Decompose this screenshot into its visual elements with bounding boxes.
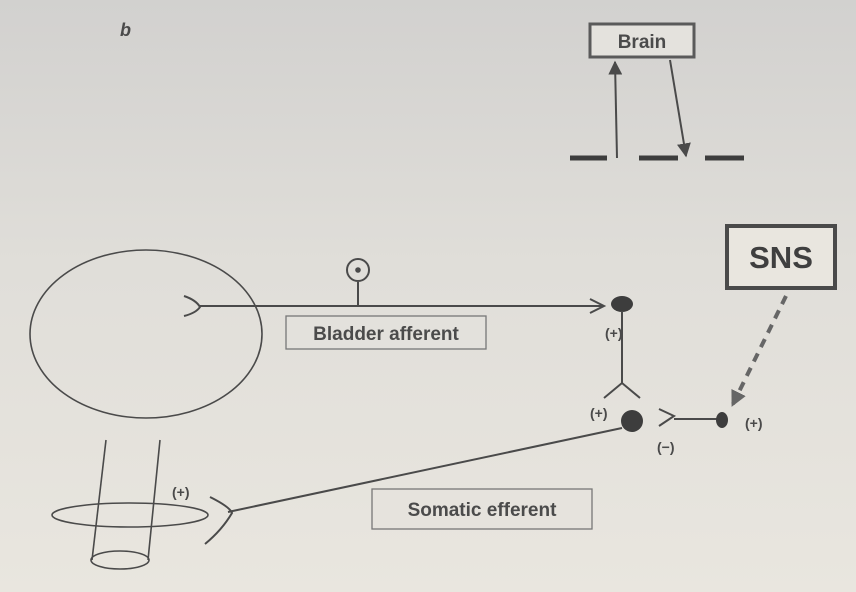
descending-pathway-arrow [669,59,691,158]
sign-upper-plus: (+) [605,325,623,341]
sign-left-plus: (+) [590,405,608,421]
bladder-afferent-fiber [183,295,607,317]
external-sphincter [51,502,209,528]
somatic-efferent-label: Somatic efferent [408,500,558,521]
dorsal-root-ganglion [346,258,370,306]
urethra [90,439,161,570]
bladder [29,249,263,419]
panel-letter: b [120,20,131,40]
brain-label: Brain [618,32,667,53]
motor-neuron-soma [621,410,643,432]
sign-right-plus: (+) [745,415,763,431]
sign-sphincter-plus: (+) [172,484,190,500]
sns-box: SNS [725,224,837,290]
somatic-efferent-fiber [204,427,623,545]
bladder-afferent-label: Bladder afferent [313,324,459,345]
ascending-pathway-arrow [608,60,623,159]
interneuron-soma [611,296,633,312]
sign-minus: (−) [657,439,675,455]
brain-box: Brain [588,22,696,59]
somatic-efferent-box: Somatic efferent [371,488,593,530]
sns-dashed-arrow [731,295,788,407]
interneuron-synapse [603,381,641,399]
bladder-afferent-box: Bladder afferent [285,315,487,350]
sns-label: SNS [749,240,813,275]
inhibitory-synapse [658,408,677,427]
sns-terminal-neuron [716,412,728,428]
